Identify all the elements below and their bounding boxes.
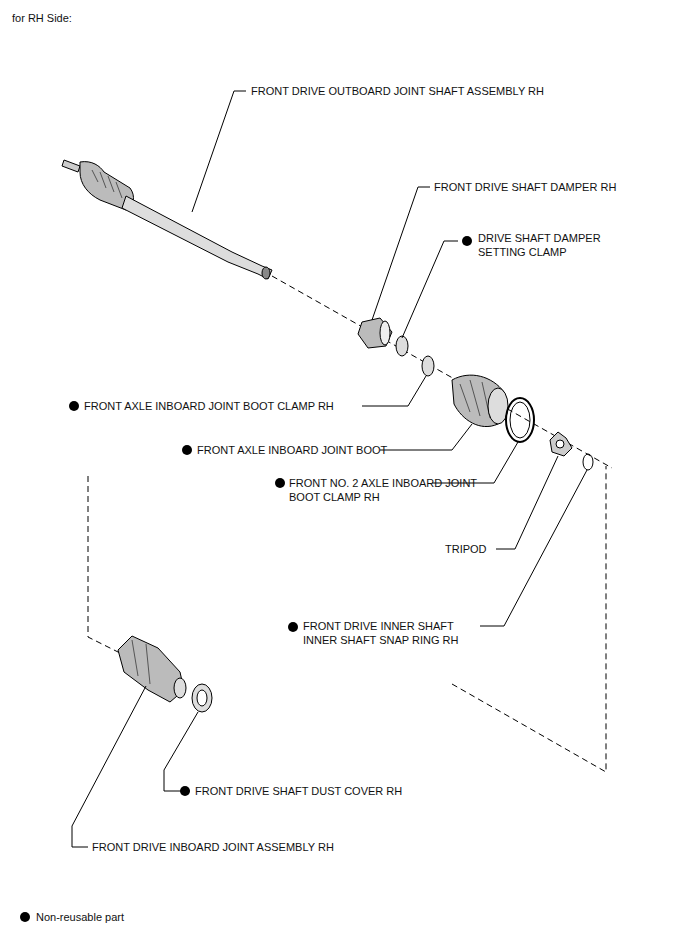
part-label: FRONT DRIVE INNER SHAFT INNER SHAFT SNAP… (303, 619, 488, 647)
non-reusable-mark (182, 445, 192, 455)
non-reusable-mark (180, 786, 190, 796)
part-label: FRONT NO. 2 AXLE INBOARD JOINT BOOT CLAM… (289, 476, 479, 504)
non-reusable-mark (462, 236, 472, 246)
page-title: for RH Side: (12, 11, 72, 25)
part-label: FRONT DRIVE OUTBOARD JOINT SHAFT ASSEMBL… (251, 84, 544, 98)
part-label: FRONT AXLE INBOARD JOINT BOOT CLAMP RH (84, 399, 334, 413)
non-reusable-mark (275, 478, 285, 488)
part-label: DRIVE SHAFT DAMPER SETTING CLAMP (478, 231, 618, 259)
part-label: FRONT DRIVE SHAFT DAMPER RH (434, 180, 616, 194)
non-reusable-mark (69, 401, 79, 411)
part-label: FRONT AXLE INBOARD JOINT BOOT (197, 443, 387, 457)
legend-dot (20, 912, 30, 922)
non-reusable-mark (288, 622, 298, 632)
part-label: FRONT DRIVE SHAFT DUST COVER RH (195, 784, 402, 798)
part-label: TRIPOD (445, 542, 487, 556)
legend-text: Non-reusable part (36, 910, 124, 924)
part-label: FRONT DRIVE INBOARD JOINT ASSEMBLY RH (92, 840, 334, 854)
